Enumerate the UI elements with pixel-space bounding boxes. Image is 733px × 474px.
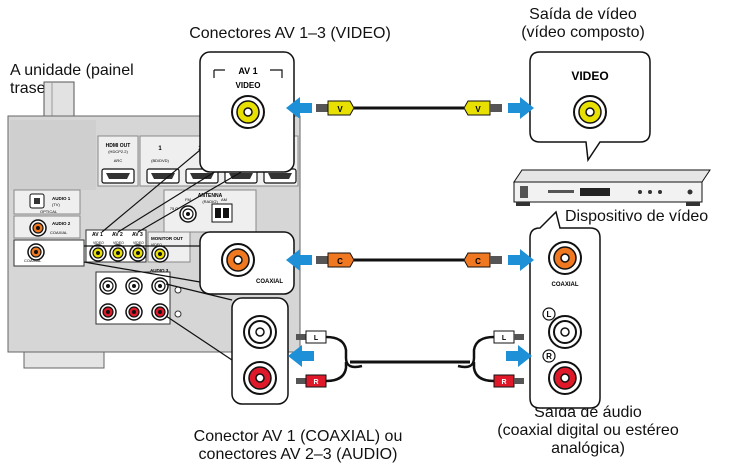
label-av-connectors-video: Conectores AV 1–3 (VIDEO): [189, 25, 391, 42]
hdmi-out-label: HDMI OUT: [106, 143, 131, 149]
antenna-label: ANTENNA: [198, 193, 223, 199]
av2-audio-left-jack: [99, 277, 117, 295]
device-coaxial-label: COAXIAL: [552, 282, 579, 288]
fm-antenna-jack: [179, 205, 197, 223]
label-audio-output-line3: analógica): [551, 440, 625, 457]
av2-video-jack: [109, 244, 127, 262]
av1-video-label: VIDEO: [93, 241, 104, 245]
label-av-connector-audio-line2: conectores AV 2–3 (AUDIO): [198, 446, 398, 463]
audio2-label: AUDIO 2: [52, 221, 71, 226]
callout-coaxial: COAXIAL: [199, 231, 295, 295]
label-av-connector-audio: Conector AV 1 (COAXIAL) ou conectores AV…: [168, 428, 428, 464]
label-av-connector-audio-line1: Conector AV 1 (COAXIAL) ou: [193, 428, 403, 445]
audio-plug-left-r-label: R: [313, 379, 318, 386]
device-audio-output-panel: COAXIAL L R: [529, 210, 601, 409]
label-video-output-line1: Saída de vídeo: [529, 6, 637, 23]
device-left-mark: L: [547, 310, 552, 319]
av3-video-jack: [129, 244, 147, 262]
hdmi-out-sub-label: (HDCP2.2): [108, 149, 128, 154]
device-video-label: VIDEO: [571, 69, 608, 83]
device-video-output-callout: VIDEO: [529, 51, 651, 163]
hdmi-out-port: [101, 168, 135, 184]
callout-av1-title: AV 1: [238, 66, 257, 76]
am-label: AM: [221, 197, 227, 202]
audio-arrow-right-icon: [506, 345, 532, 367]
callout-audio-right-jack: [243, 361, 277, 395]
ohm-label: 75 Ω: [170, 206, 179, 211]
coaxial-cable: C C: [286, 249, 534, 271]
callout-av1-video: AV 1 VIDEO: [199, 51, 295, 173]
audio2-coaxial-jack: [29, 219, 47, 237]
hdmi-in-1-number: 1: [158, 146, 162, 152]
label-video-output: Saída de vídeo (vídeo composto): [498, 6, 668, 42]
bd-dvd-label: (BD/DVD): [151, 158, 169, 163]
monitor-out-jack: [151, 245, 169, 263]
arc-label: ARC: [114, 158, 123, 163]
radio-label: (RADIO): [202, 199, 218, 204]
video-plug-right-label: V: [475, 105, 481, 114]
av1-video-jack: [89, 244, 107, 262]
video-cable: V V: [286, 97, 534, 119]
device-right-mark: R: [546, 352, 552, 361]
audio3-left-jack: [151, 277, 169, 295]
device-audio-left-jack: [548, 315, 582, 349]
av1-label: AV 1: [92, 232, 103, 238]
callout-analog-audio: [231, 297, 289, 405]
audio1-label: AUDIO 1: [52, 196, 71, 201]
av3-audio-left-jack: [125, 277, 143, 295]
coaxial-plug-right-label: C: [475, 257, 481, 266]
label-video-output-line2: (vídeo composto): [521, 24, 645, 41]
stereo-audio-cable: L R L R: [288, 330, 532, 388]
av2-audio-right-jack: [99, 303, 117, 321]
fm-label: FM: [185, 197, 191, 202]
video-plug-left-label: V: [337, 105, 343, 114]
callout-audio-left-jack: [243, 315, 277, 349]
label-unit-rear-line1: A unidade (painel: [10, 62, 134, 79]
label-audio-output-line2: (coaxial digital ou estéreo: [497, 422, 679, 439]
audio-plug-right-r-label: R: [501, 379, 506, 386]
label-audio-output: Saída de áudio (coaxial digital ou estér…: [478, 404, 698, 458]
audio3-label: AUDIO 3: [150, 268, 169, 273]
av2-video-label: VIDEO: [113, 241, 124, 245]
audio3-right-jack: [151, 303, 169, 321]
device-audio-right-jack: [548, 361, 582, 395]
label-video-device: Dispositivo de vídeo: [565, 208, 709, 225]
audio-plug-right-l-label: L: [502, 335, 507, 342]
optical-label: OPTICAL: [40, 209, 58, 214]
audio2-coaxial-label: COAXIAL: [50, 230, 68, 235]
av3-video-label: VIDEO: [133, 241, 144, 245]
av1-coaxial-label: COAXIAL: [24, 258, 42, 263]
callout-av1-video-label: VIDEO: [236, 81, 261, 90]
av3-audio-right-jack: [125, 303, 143, 321]
callout-coaxial-jack: [221, 243, 255, 277]
monitor-out-video-label: VIDEO: [151, 243, 162, 247]
tv-label: (TV): [52, 202, 60, 207]
video-device-player: [513, 169, 711, 206]
av2-label: AV 2: [112, 232, 123, 238]
audio-plug-left-l-label: L: [314, 335, 319, 342]
callout-coaxial-label: COAXIAL: [256, 279, 283, 285]
monitor-out-label: MONITOR OUT: [151, 236, 183, 241]
callout-av1-video-jack: [231, 95, 265, 129]
device-video-jack: [573, 95, 607, 129]
av3-label: AV 3: [132, 232, 143, 238]
device-coaxial-jack: [548, 241, 582, 275]
coaxial-plug-left-label: C: [337, 257, 343, 266]
